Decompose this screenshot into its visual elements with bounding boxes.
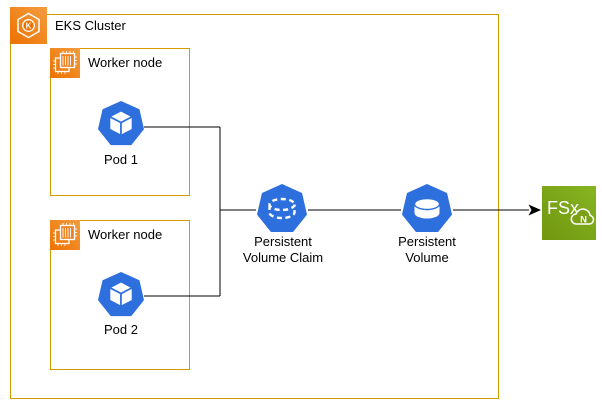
worker-node-2-label: Worker node	[88, 227, 163, 242]
eks-cluster-box	[10, 14, 499, 399]
persistent-volume-icon	[402, 184, 452, 232]
worker-node-1-label: Worker node	[88, 55, 163, 70]
compute-icon	[50, 48, 80, 78]
eks-icon: K	[10, 7, 47, 44]
pvc-label-line2: Volume Claim	[242, 250, 324, 265]
persistent-volume-claim-label: Persistent Volume Claim	[228, 234, 338, 266]
pvc-label-line1: Persistent	[254, 234, 312, 249]
arrowhead-icon	[528, 204, 541, 216]
persistent-volume-label: Persistent Volume	[377, 234, 477, 266]
pv-label-line2: Volume	[405, 250, 449, 265]
pod-1-label: Pod 1	[104, 152, 138, 167]
pod-2-label: Pod 2	[104, 322, 138, 337]
worker-node-1-box	[50, 48, 190, 196]
pv-label-line1: Persistent	[398, 234, 456, 249]
persistent-volume-claim-icon	[257, 184, 307, 232]
fsx-badge-letter: N	[580, 215, 587, 226]
eks-icon-letter: K	[26, 21, 32, 30]
fsx-icon-label: FSx	[547, 198, 579, 218]
fsx-netapp-ontap-icon: FSx N	[542, 186, 596, 240]
compute-icon	[50, 220, 80, 250]
worker-node-2-box	[50, 220, 190, 370]
eks-cluster-label: EKS Cluster	[55, 18, 126, 33]
pod-2-icon	[98, 272, 144, 317]
pod-1-icon	[98, 101, 144, 146]
